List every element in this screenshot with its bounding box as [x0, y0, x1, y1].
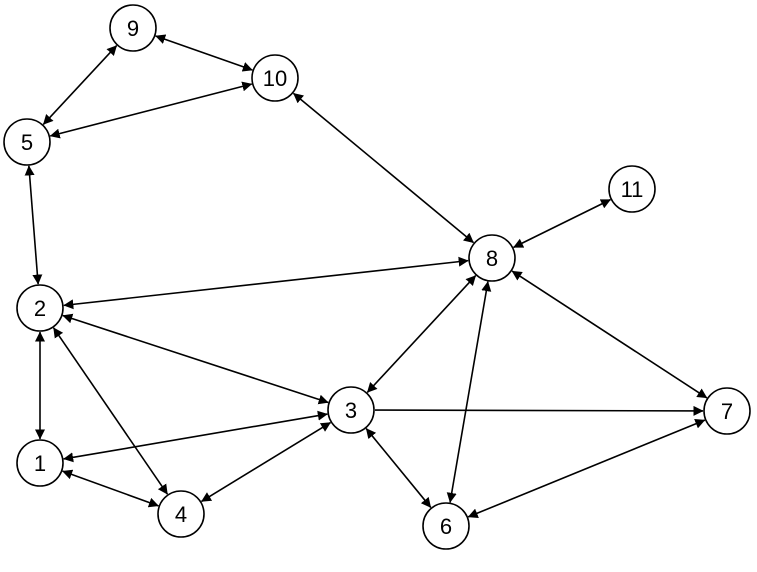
edge-1-4 — [62, 469, 159, 508]
edge-3-6 — [365, 428, 432, 508]
edge-6-7 — [467, 419, 706, 518]
node-5: 5 — [3, 118, 51, 166]
node-2: 2 — [16, 284, 64, 332]
node-8: 8 — [468, 234, 516, 282]
node-11: 11 — [608, 165, 656, 213]
svg-text:3: 3 — [345, 398, 357, 423]
nodes-layer: 1 2 3 4 5 6 7 8 9 10 11 — [3, 4, 751, 550]
edge-9-10 — [155, 34, 253, 72]
svg-text:4: 4 — [175, 502, 187, 527]
edge-11-8 — [513, 198, 611, 249]
node-9: 9 — [109, 4, 157, 52]
edges-layer — [24, 34, 708, 518]
svg-text:9: 9 — [127, 16, 139, 41]
edge-2-3 — [62, 313, 329, 405]
svg-text:6: 6 — [440, 514, 452, 539]
svg-text:5: 5 — [21, 130, 33, 155]
node-10: 10 — [251, 54, 299, 102]
edge-8-7 — [511, 270, 708, 399]
node-1: 1 — [16, 439, 64, 487]
edge-8-3 — [366, 275, 477, 393]
edge-5-10 — [49, 81, 253, 139]
node-7: 7 — [703, 387, 751, 435]
edge-5-2 — [24, 165, 43, 285]
svg-text:8: 8 — [486, 246, 498, 271]
node-6: 6 — [422, 502, 470, 550]
edge-8-6 — [446, 281, 492, 503]
svg-text:10: 10 — [263, 66, 287, 91]
node-4: 4 — [157, 490, 205, 538]
edge-3-7 — [374, 405, 704, 416]
edge-3-4 — [201, 421, 331, 503]
node-3: 3 — [327, 386, 375, 434]
svg-text:2: 2 — [34, 296, 46, 321]
edge-2-4 — [52, 327, 169, 495]
edge-1-3 — [63, 410, 328, 463]
svg-text:11: 11 — [621, 177, 644, 202]
svg-text:7: 7 — [721, 399, 733, 424]
edge-10-8 — [292, 92, 475, 244]
svg-text:1: 1 — [34, 451, 46, 476]
edge-2-8 — [63, 256, 469, 310]
edge-9-5 — [42, 45, 118, 125]
